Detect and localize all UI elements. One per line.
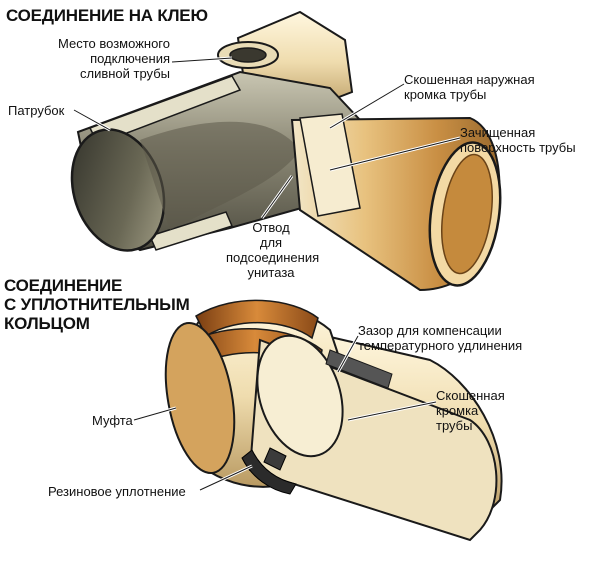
glued-joint-illustration (70, 10, 502, 292)
sealed-joint-title: СОЕДИНЕНИЕ С УПЛОТНИТЕЛЬНЫМ КОЛЬЦОМ (4, 276, 190, 333)
sealed-joint-illustration (133, 299, 503, 542)
rubber-seal-label: Резиновое уплотнение (48, 484, 186, 499)
glued-joint-title: СОЕДИНЕНИЕ НА КЛЕЮ (6, 6, 208, 25)
drain-connection-label: Место возможного подключения сливной тру… (58, 36, 170, 81)
coupling-label: Муфта (92, 413, 133, 428)
cleaned-surface-label: Зачищенная поверхность трубы (460, 125, 576, 155)
toilet-branch-label: Отвод для подсоединения унитаза (226, 220, 320, 280)
chamfered-edge-label: Скошенная кромка трубы (436, 388, 505, 433)
socket-label: Патрубок (8, 103, 65, 118)
chamfered-outer-edge-label: Скошенная наружная кромка трубы (404, 72, 535, 102)
expansion-gap-label: Зазор для компенсации температурного удл… (358, 323, 523, 353)
